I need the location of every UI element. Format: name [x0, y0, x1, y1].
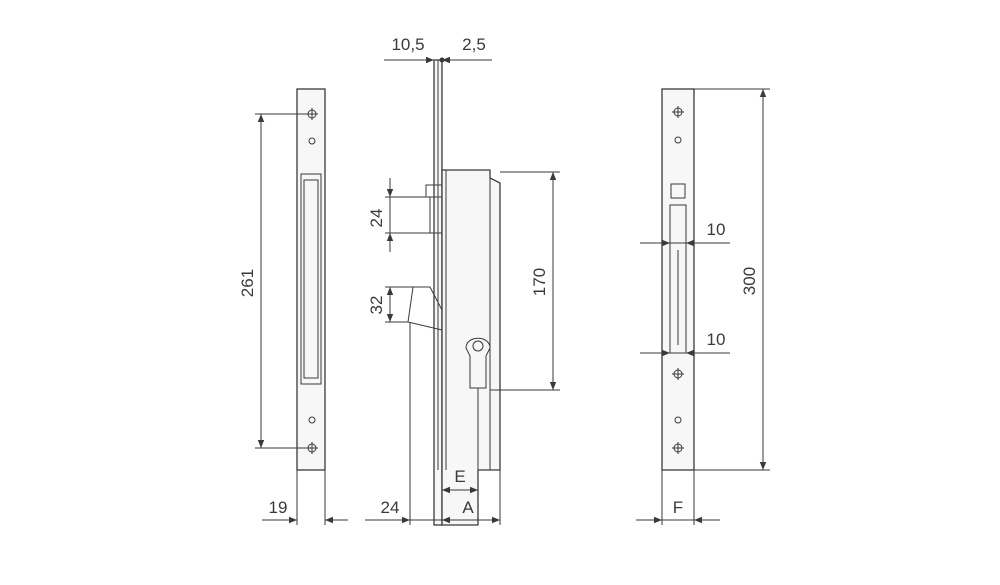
small-hole-bottom: [308, 416, 316, 424]
screw-hole-bottom: [306, 442, 318, 454]
hook-window: [669, 242, 687, 354]
dim-label-170: 170: [530, 268, 549, 296]
front-small-hole-2: [674, 416, 682, 424]
dim-label-10-upper: 10: [707, 220, 726, 239]
dim-label-F: F: [673, 498, 683, 517]
front-small-hole-1: [674, 136, 682, 144]
screw-hole-top: [306, 108, 318, 120]
strike-plate-outline: [296, 88, 326, 471]
dim-label-E: E: [454, 467, 465, 486]
dim-label-10-5: 10,5: [391, 35, 424, 54]
dim-label-24-horizontal: 24: [381, 498, 400, 517]
hook-bolt: [407, 286, 443, 331]
strike-plate-slot: [300, 173, 322, 385]
dim-label-300: 300: [740, 267, 759, 295]
front-screw-hole-top: [672, 106, 684, 118]
latch-window-square: [670, 183, 686, 199]
dim-label-19: 19: [269, 498, 288, 517]
front-screw-hole-middle: [672, 368, 684, 380]
left-strike-plate-view: 261 19: [238, 88, 348, 525]
right-lock-front-view: 10 10 300 F: [636, 88, 770, 525]
front-screw-hole-bottom: [672, 442, 684, 454]
dim-label-24-vertical: 24: [367, 209, 386, 228]
lock-case-outline: [441, 169, 501, 526]
middle-lock-side-view: 10,5 2,5 24 32 170 E 24 A: [365, 35, 560, 526]
dim-label-10-lower: 10: [707, 330, 726, 349]
dim-label-32: 32: [367, 296, 386, 315]
dim-label-A: A: [462, 498, 474, 517]
small-hole-top: [308, 137, 316, 145]
dim-label-2-5: 2,5: [462, 35, 486, 54]
dim-label-261: 261: [238, 269, 257, 297]
